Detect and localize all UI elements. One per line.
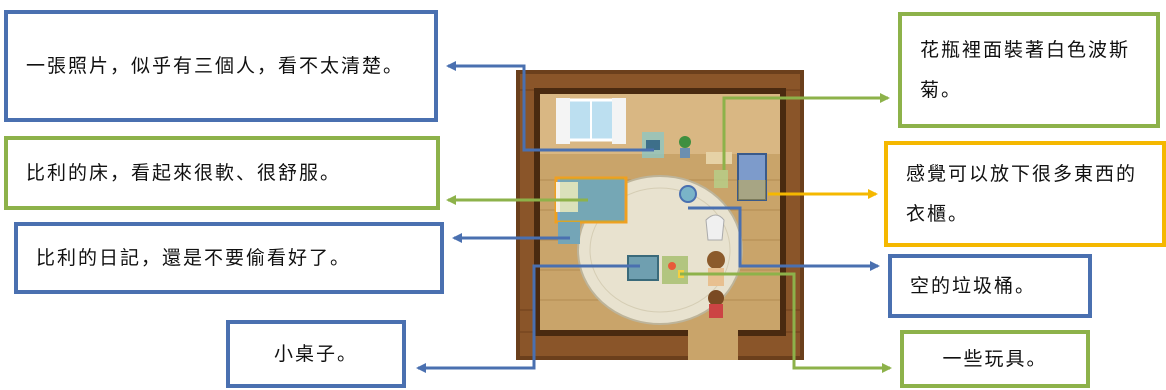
room-map — [516, 70, 804, 360]
label-diary-text: 比利的日記，還是不要偷看好了。 — [36, 247, 352, 269]
label-vase-text: 花瓶裡面裝著白色波斯菊。 — [920, 39, 1131, 101]
label-vase: 花瓶裡面裝著白色波斯菊。 — [898, 12, 1160, 128]
label-photo: 一張照片，似乎有三個人，看不太清楚。 — [4, 10, 438, 122]
label-table: 小桌子。 — [226, 320, 406, 388]
label-photo-text: 一張照片，似乎有三個人，看不太清楚。 — [26, 55, 405, 77]
label-closet-text: 感覺可以放下很多東西的衣櫃。 — [906, 163, 1138, 225]
label-toys: 一些玩具。 — [900, 330, 1090, 388]
label-bed: 比利的床，看起來很軟、很舒服。 — [4, 136, 440, 210]
label-bed-text: 比利的床，看起來很軟、很舒服。 — [26, 162, 342, 184]
label-toys-text: 一些玩具。 — [942, 348, 1048, 370]
label-diary: 比利的日記，還是不要偷看好了。 — [14, 222, 444, 294]
label-trash: 空的垃圾桶。 — [888, 254, 1092, 318]
label-closet: 感覺可以放下很多東西的衣櫃。 — [884, 141, 1166, 247]
label-table-text: 小桌子。 — [273, 343, 358, 365]
label-trash-text: 空的垃圾桶。 — [910, 275, 1037, 297]
